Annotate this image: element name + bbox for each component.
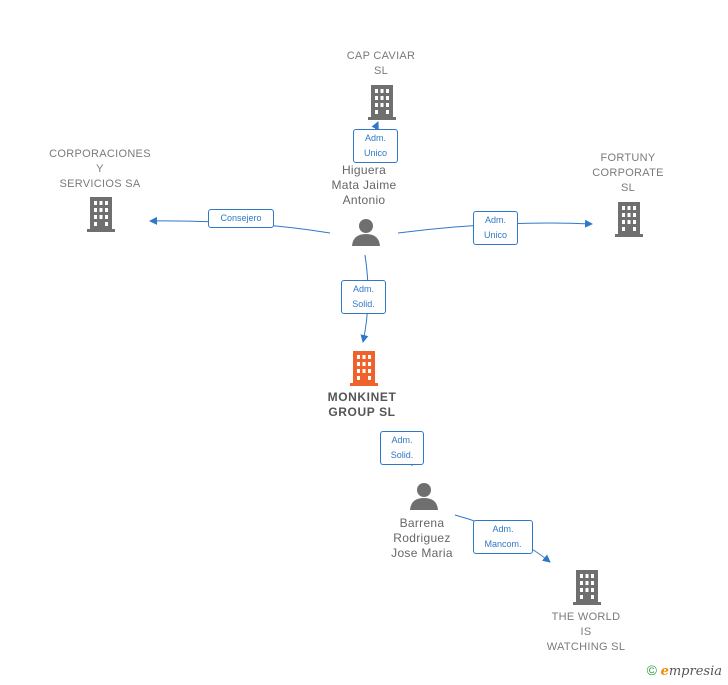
brand-name: empresia <box>660 664 722 679</box>
node-label-barrena: Barrena Rodriguez Jose Maria <box>391 516 453 560</box>
edge-label-barrena-monkinet[interactable]: Adm. Solid. <box>380 431 424 465</box>
node-label-cap-caviar: CAP CAVIAR SL <box>346 50 416 77</box>
edge-label-monkinet[interactable]: Adm. Solid. <box>341 280 386 314</box>
edge-label-world[interactable]: Adm. Mancom. <box>473 520 533 554</box>
building-icon-focus[interactable] <box>349 350 379 386</box>
edge-label-cap-caviar[interactable]: Adm. Unico <box>353 129 398 163</box>
edge-label-fortuny[interactable]: Adm. Unico <box>473 211 518 245</box>
copyright-symbol: © <box>646 662 657 678</box>
node-label-corporaciones: CORPORACIONES Y SERVICIOS SA <box>49 148 151 190</box>
person-icon[interactable] <box>351 217 381 247</box>
building-icon[interactable] <box>614 201 644 237</box>
building-icon[interactable] <box>572 569 602 605</box>
building-icon[interactable] <box>86 196 116 232</box>
edge-label-corporaciones[interactable]: Consejero <box>208 209 274 228</box>
node-label-world: THE WORLD IS WATCHING SL <box>546 611 626 653</box>
building-icon[interactable] <box>367 84 397 120</box>
node-label-monkinet: MONKINET GROUP SL <box>327 390 397 419</box>
node-label-fortuny: FORTUNY CORPORATE SL <box>592 152 664 194</box>
node-label-higuera: Higuera Mata Jaime Antonio <box>331 163 397 207</box>
empresia-logo: © empresia <box>647 662 722 679</box>
person-icon[interactable] <box>409 481 439 511</box>
